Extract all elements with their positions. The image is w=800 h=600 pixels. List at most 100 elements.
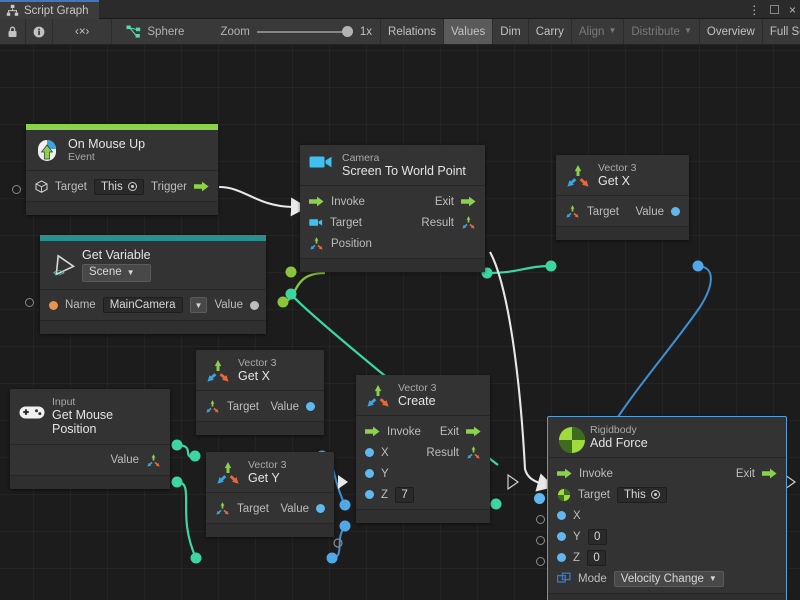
port-addforce-mode[interactable] xyxy=(536,557,545,566)
exit-out[interactable]: Exit xyxy=(435,196,476,208)
port-addforce-y[interactable] xyxy=(536,515,545,524)
toolbar-button-carry[interactable]: Carry xyxy=(529,19,572,44)
result-out[interactable]: Result xyxy=(421,215,476,230)
port-addforce-x-connected[interactable] xyxy=(534,493,545,504)
node-title: Get X xyxy=(238,369,270,384)
port-row-position[interactable]: Position xyxy=(300,233,485,254)
target-value-field[interactable]: This xyxy=(93,178,144,195)
object-picker-icon[interactable] xyxy=(650,490,660,500)
port-row-target[interactable]: Target This xyxy=(548,484,786,505)
z-value-field[interactable]: 7 xyxy=(395,486,415,503)
toolbar-button-values[interactable]: Values xyxy=(443,19,494,44)
window-menu-icon[interactable]: ⋮ xyxy=(748,2,761,17)
value-out[interactable]: Value xyxy=(214,299,259,311)
port-row-invoke[interactable]: Invoke Exit xyxy=(548,463,786,484)
toolbar-button-overview[interactable]: Overview xyxy=(700,19,763,44)
port-row-invoke[interactable]: Invoke Exit xyxy=(300,191,485,212)
port-dot-x[interactable] xyxy=(365,448,374,458)
port-row-y[interactable]: Y xyxy=(356,463,490,484)
port-dot-z[interactable] xyxy=(557,553,566,563)
mode-value: Velocity Change xyxy=(620,572,704,585)
port-row-x[interactable]: X xyxy=(548,505,786,526)
value-out[interactable]: Value xyxy=(110,453,161,468)
node-vector3-get-x-top[interactable]: Vector 3 Get X Target Value xyxy=(556,155,689,241)
port-dot-x[interactable] xyxy=(557,511,566,521)
zoom-slider-handle[interactable] xyxy=(341,26,353,37)
node-screen-to-world-point[interactable]: Camera Screen To World Point Invoke Exit xyxy=(300,145,485,273)
port-dot-value[interactable] xyxy=(671,207,680,217)
port-label-invoke: Invoke xyxy=(579,467,613,480)
info-button[interactable] xyxy=(26,19,53,44)
port-row-value[interactable]: Value xyxy=(10,450,170,471)
target-value-field[interactable]: This xyxy=(616,486,667,503)
port-dot-y[interactable] xyxy=(365,469,374,479)
port-row-mode[interactable]: Mode Velocity Change ▼ xyxy=(548,568,786,589)
port-dot-value[interactable] xyxy=(306,402,315,412)
port-label-value: Value xyxy=(214,299,243,312)
port-row-x[interactable]: X Result xyxy=(356,442,490,463)
port-row-target[interactable]: Target Value xyxy=(556,201,689,222)
port-row-target[interactable]: Target Value xyxy=(196,396,324,417)
port-dot-y[interactable] xyxy=(557,532,566,542)
toolbar-button-align[interactable]: Align ▼ xyxy=(572,19,625,44)
graph-object-breadcrumb[interactable]: Sphere xyxy=(112,19,194,44)
port-row-target[interactable]: Target This Trigger xyxy=(26,176,218,197)
z-value: 7 xyxy=(401,488,408,501)
port-row-target[interactable]: Target Value xyxy=(206,498,334,519)
value-out[interactable]: Value xyxy=(270,401,315,413)
toolbar-button-dim[interactable]: Dim xyxy=(493,19,529,44)
rigidbody-icon xyxy=(557,425,585,454)
zoom-slider[interactable] xyxy=(256,25,353,39)
zoom-label: Zoom xyxy=(220,25,250,38)
code-view-button[interactable]: ‹×› xyxy=(53,19,113,44)
node-vector3-get-x-mid[interactable]: Vector 3 Get X Target Value xyxy=(196,350,324,436)
node-on-mouse-up[interactable]: On Mouse Up Event Target This xyxy=(26,124,218,216)
node-vector3-get-y[interactable]: Vector 3 Get Y Target Value xyxy=(206,452,334,538)
value-out[interactable]: Value xyxy=(280,503,325,515)
trigger-out[interactable]: Trigger xyxy=(151,181,209,193)
port-row-invoke[interactable]: Invoke Exit xyxy=(356,421,490,442)
node-subtitle: Camera xyxy=(342,152,380,164)
exit-out[interactable]: Exit xyxy=(440,426,481,438)
object-picker-icon[interactable] xyxy=(127,182,137,192)
lock-button[interactable] xyxy=(0,19,26,44)
close-icon[interactable]: × xyxy=(788,2,796,17)
target-value: This xyxy=(623,488,646,501)
port-dot-value[interactable] xyxy=(250,300,259,310)
result-out[interactable]: Result xyxy=(426,445,481,460)
variable-name-dropdown[interactable]: ▼ xyxy=(189,297,208,314)
node-header: Vector 3 Create xyxy=(356,375,490,415)
port-onmouseup-target[interactable] xyxy=(12,185,21,194)
node-get-mouse-position[interactable]: Input Get Mouse Position Value xyxy=(10,389,170,489)
y-value-field[interactable]: 0 xyxy=(587,528,607,545)
flow-arrow-icon xyxy=(309,197,324,207)
toolbar-button-distribute[interactable]: Distribute ▼ xyxy=(624,19,700,44)
port-getvariable-name[interactable] xyxy=(25,298,34,307)
graph-canvas[interactable]: On Mouse Up Event Target This xyxy=(0,45,800,600)
port-row-y[interactable]: Y 0 xyxy=(548,526,786,547)
port-dot-value[interactable] xyxy=(316,504,325,514)
value-out[interactable]: Value xyxy=(635,206,680,218)
toolbar-button-relations[interactable]: Relations xyxy=(380,19,444,44)
maximize-icon[interactable]: ☐ xyxy=(769,2,780,17)
zoom-control[interactable]: Zoom 1x xyxy=(194,19,380,44)
node-get-variable[interactable]: <> Get Variable Scene ▼ Name MainCamera xyxy=(40,235,266,334)
toolbar-button-full-screen[interactable]: Full Screen xyxy=(763,19,800,44)
node-accent-bar xyxy=(40,235,266,241)
edge-reroute-handle[interactable] xyxy=(333,538,343,548)
port-row-name[interactable]: Name MainCamera ▼ Value xyxy=(40,295,266,316)
port-row-target[interactable]: Target Result xyxy=(300,212,485,233)
exit-out[interactable]: Exit xyxy=(736,468,777,480)
port-dot-name[interactable] xyxy=(49,300,58,310)
z-value-field[interactable]: 0 xyxy=(587,549,607,566)
mode-dropdown[interactable]: Velocity Change ▼ xyxy=(613,570,724,587)
tab-script-graph[interactable]: Script Graph xyxy=(0,0,99,19)
variable-name-field[interactable]: MainCamera xyxy=(102,297,183,314)
port-dot-z[interactable] xyxy=(365,490,374,500)
port-addforce-z[interactable] xyxy=(536,536,545,545)
port-row-z[interactable]: Z 7 xyxy=(356,484,490,505)
node-vector3-create[interactable]: Vector 3 Create Invoke Exit xyxy=(356,375,490,524)
variable-scope-dropdown[interactable]: Scene ▼ xyxy=(82,264,151,282)
port-row-z[interactable]: Z 0 xyxy=(548,547,786,568)
node-rigidbody-add-force[interactable]: Rigidbody Add Force Invoke Exit xyxy=(547,415,787,600)
